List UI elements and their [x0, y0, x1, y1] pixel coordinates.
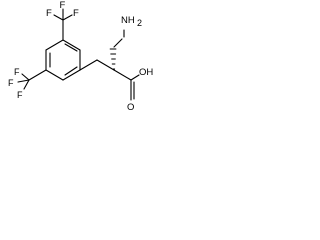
- benzene-ring: [45, 39, 81, 81]
- fluorine-label: F: [17, 90, 23, 100]
- hydroxyl-label: OH: [139, 67, 153, 78]
- carbonyl-oxygen-label: O: [127, 102, 134, 113]
- fluorine-label: F: [14, 67, 20, 77]
- fluorine-label: F: [8, 78, 14, 88]
- fluorine-label: F: [46, 8, 52, 19]
- amine-subscript: 2: [137, 18, 142, 28]
- amine-label: NH: [121, 15, 135, 26]
- fluorine-label: F: [60, 0, 66, 11]
- fluorine-label: F: [73, 8, 79, 19]
- hashed-wedge-bond: [109, 48, 117, 70]
- amino-acid-chain: NH 2 O OH: [79, 15, 153, 113]
- chemical-structure: F F F F F F NH 2 O OH: [8, 0, 153, 113]
- cf3-top-group: F F F: [46, 0, 79, 41]
- cf3-left-group: F F F: [8, 67, 47, 100]
